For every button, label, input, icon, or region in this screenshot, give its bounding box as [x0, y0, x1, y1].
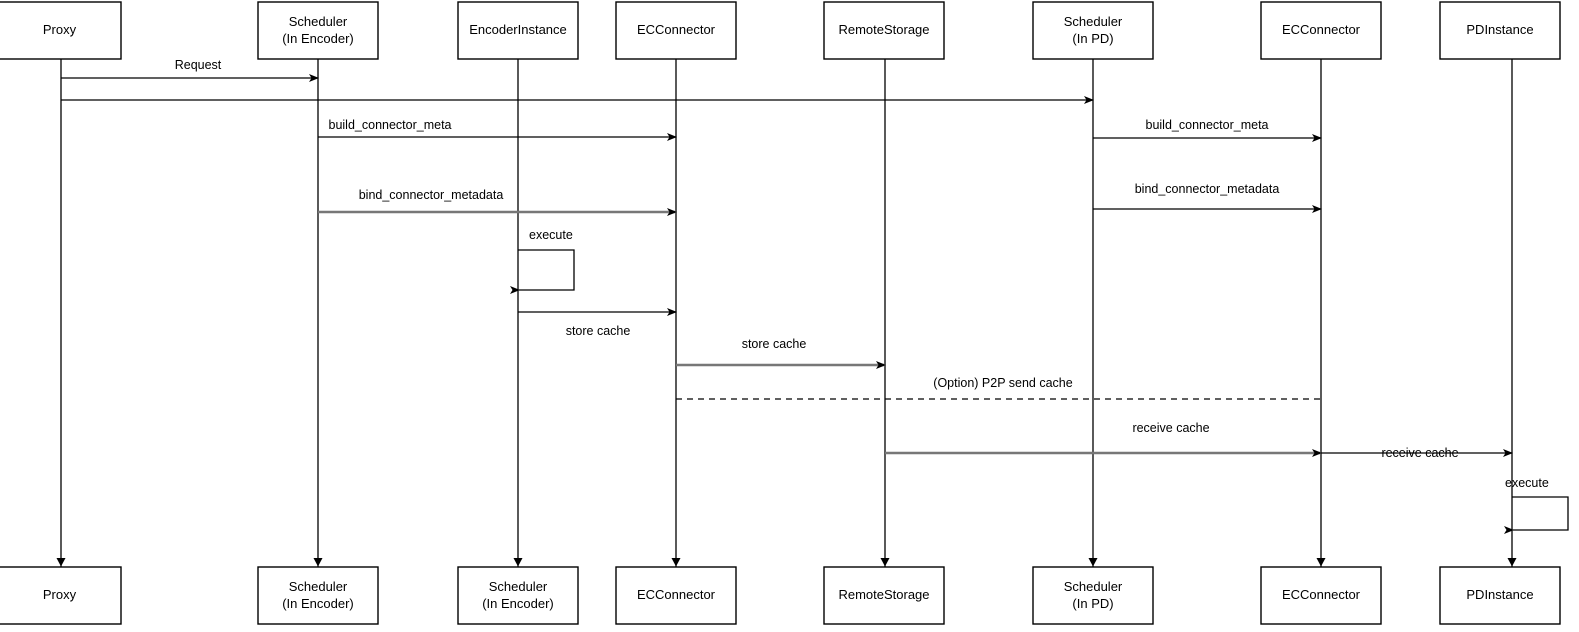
participant-top-label-encoder_inst: EncoderInstance: [469, 22, 567, 37]
lifeline-end-arrow-ecconn_left: [671, 558, 681, 567]
participant-top-label-ecconn_right: ECConnector: [1282, 22, 1361, 37]
message-label-m1: Request: [175, 58, 222, 72]
participant-bottom-label-encoder_inst-line1: Scheduler: [489, 579, 548, 594]
message-label-m4: build_connector_meta: [1146, 118, 1269, 132]
lifeline-end-arrow-sched_enc: [313, 558, 323, 567]
participant-top-box-pd_inst[interactable]: [1439, 1, 1561, 60]
participant-bottom-label-sched_pd-line2: (In PD): [1072, 596, 1113, 611]
lifeline-end-arrow-remote_store: [880, 558, 890, 567]
participant-bottom-box-proxy[interactable]: [0, 566, 122, 625]
participant-top-label-sched_enc-line2: (In Encoder): [282, 31, 354, 46]
participant-bottom-box-pd_inst[interactable]: [1439, 566, 1561, 625]
participant-bottom-label-proxy: Proxy: [43, 587, 77, 602]
lifelines-group: [56, 59, 1517, 567]
lifeline-end-arrow-proxy: [56, 558, 66, 567]
message-label-m9: (Option) P2P send cache: [933, 376, 1072, 390]
participant-bottom-label-remote_store: RemoteStorage: [838, 587, 929, 602]
message-label-m10: receive cache: [1132, 421, 1209, 435]
bottom-participant-boxes: Proxy Scheduler (In Encoder) Scheduler (In E…: [0, 566, 1561, 625]
lifeline-end-arrow-encoder_inst: [513, 558, 523, 567]
messages-group: Request build_connector_meta build_connect…: [61, 58, 1513, 460]
participant-bottom-label-ecconn_left: ECConnector: [637, 587, 716, 602]
self-message-label-s2: execute: [1505, 476, 1549, 490]
top-participant-boxes: Proxy Scheduler (In Encoder) EncoderInstanc…: [0, 1, 1561, 60]
participant-top-label-remote_store: RemoteStorage: [838, 22, 929, 37]
message-label-m5: bind_connector_metadata: [359, 188, 504, 202]
participant-bottom-box-remote_store[interactable]: [823, 566, 945, 625]
participant-top-box-encoder_inst[interactable]: [457, 1, 579, 60]
self-message-s1: [510, 249, 575, 294]
participant-top-box-sched_enc[interactable]: [257, 1, 379, 60]
participant-top-box-sched_pd[interactable]: [1032, 1, 1154, 60]
self-message-s2: [1504, 496, 1569, 534]
participant-bottom-box-encoder_inst[interactable]: [457, 566, 579, 625]
participant-top-label-ecconn_left: ECConnector: [637, 22, 716, 37]
participant-bottom-label-ecconn_right: ECConnector: [1282, 587, 1361, 602]
participant-bottom-label-sched_enc-line1: Scheduler: [289, 579, 348, 594]
message-label-m11: receive cache: [1381, 446, 1458, 460]
self-message-label-s1: execute: [529, 228, 573, 242]
participant-bottom-label-pd_inst: PDInstance: [1466, 587, 1533, 602]
participant-bottom-box-sched_pd[interactable]: [1032, 566, 1154, 625]
participant-top-label-sched_pd-line1: Scheduler: [1064, 14, 1123, 29]
lifeline-end-arrow-pd_inst: [1507, 558, 1517, 567]
participant-top-box-remote_store[interactable]: [823, 1, 945, 60]
participant-top-label-sched_enc-line1: Scheduler: [289, 14, 348, 29]
message-label-m8: store cache: [742, 337, 807, 351]
lifeline-end-arrow-sched_pd: [1088, 558, 1098, 567]
participant-top-label-pd_inst: PDInstance: [1466, 22, 1533, 37]
message-label-m3: build_connector_meta: [329, 118, 452, 132]
participant-top-box-ecconn_right[interactable]: [1260, 1, 1382, 60]
participant-bottom-label-sched_pd-line1: Scheduler: [1064, 579, 1123, 594]
participant-top-label-sched_pd-line2: (In PD): [1072, 31, 1113, 46]
participant-top-box-proxy[interactable]: [0, 1, 122, 60]
participant-top-label-proxy: Proxy: [43, 22, 77, 37]
message-label-m6: bind_connector_metadata: [1135, 182, 1280, 196]
participant-bottom-box-ecconn_right[interactable]: [1260, 566, 1382, 625]
self-messages-group: execute execute: [510, 228, 1569, 534]
participant-bottom-box-sched_enc[interactable]: [257, 566, 379, 625]
participant-top-box-ecconn_left[interactable]: [615, 1, 737, 60]
message-label-m7: store cache: [566, 324, 631, 338]
participant-bottom-box-ecconn_left[interactable]: [615, 566, 737, 625]
participant-bottom-label-encoder_inst-line2: (In Encoder): [482, 596, 554, 611]
lifeline-end-arrow-ecconn_right: [1316, 558, 1326, 567]
participant-bottom-label-sched_enc-line2: (In Encoder): [282, 596, 354, 611]
